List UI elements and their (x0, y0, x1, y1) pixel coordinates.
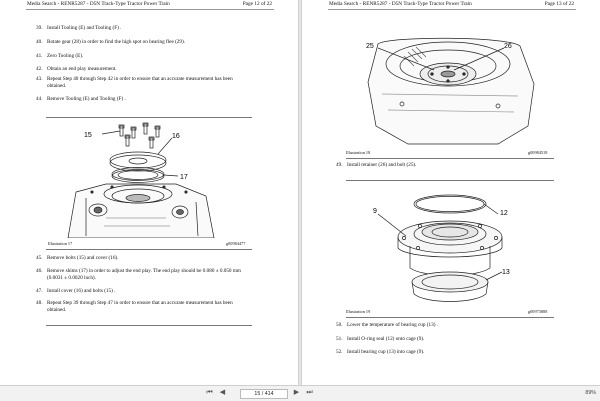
header-divider (26, 9, 274, 10)
first-page-icon[interactable]: ⏮ (206, 389, 213, 396)
caption-illustration-18: Illustration 18 (346, 150, 371, 155)
illustration-18: 25 26 (366, 37, 535, 145)
bearing-cup-13 (411, 271, 489, 302)
callout-9: 9 (373, 208, 377, 215)
step-46: 46.Remove shims (17) in order to adjust … (36, 268, 241, 281)
step-44: 44.Remove Tooling (E) and Tooling (F) . (36, 96, 126, 102)
previous-page-icon[interactable]: ◀ (219, 389, 226, 396)
illustration-19: 9 12 13 (373, 194, 510, 302)
o-ring-seal-12 (413, 194, 487, 214)
header-divider (328, 9, 576, 10)
figure-bottom-rule (46, 249, 252, 250)
illustration-17: 15 16 17 (67, 122, 215, 238)
housing (67, 183, 215, 238)
header-page-number: Page 12 of 22 (242, 1, 272, 7)
step-51: 51.Install O-ring seal (12) onto cage (9… (336, 336, 425, 342)
caption-id-18: g00984518 (528, 150, 548, 155)
callout-13: 13 (502, 269, 510, 276)
header-page-number: Page 13 of 22 (544, 1, 574, 7)
zoom-level[interactable]: 89% (585, 390, 596, 396)
step-45: 45.Remove bolts (15) and cover (16). (36, 255, 119, 261)
bolts-15 (118, 122, 161, 149)
page-13: Media Search - RENR5287 - D5N Track-Type… (302, 0, 600, 385)
step-50: 50.Lower the temperature of bearing cup … (336, 322, 439, 328)
figure-top-rule (346, 180, 554, 181)
step-49: 49.Install retainer (26) and bolt (25). (336, 162, 417, 168)
step-42: 42.Obtain an end play measurement. (36, 66, 117, 72)
cover-16 (109, 151, 167, 172)
figure-bottom-rule (346, 158, 554, 159)
step-43: 43.Repeat Step 40 through Step 42 in ord… (36, 76, 233, 89)
page-header: Media Search - RENR5287 - D5N Track-Type… (0, 0, 298, 9)
page-12: Media Search - RENR5287 - D5N Track-Type… (0, 0, 298, 385)
caption-illustration-17: Illustration 17 (48, 241, 73, 246)
figure-top-rule (46, 117, 252, 118)
callout-15: 15 (84, 132, 92, 139)
last-page-icon[interactable]: ⏭ (306, 389, 313, 396)
step-41: 41.Zero Tooling (E). (36, 53, 84, 59)
callout-26: 26 (504, 43, 512, 50)
callout-25: 25 (366, 43, 374, 50)
figure-bottom-rule (346, 317, 554, 318)
caption-illustration-19: Illustration 19 (346, 309, 371, 314)
page-header: Media Search - RENR5287 - D5N Track-Type… (302, 0, 600, 9)
step-48: 48.Repeat Step 39 through Step 47 in ord… (36, 300, 233, 313)
callout-17: 17 (180, 174, 188, 181)
step-52: 52.Install bearing cup (13) into cage (9… (336, 349, 425, 355)
document-viewer: Media Search - RENR5287 - D5N Track-Type… (0, 0, 600, 385)
page-number-input[interactable]: 15 / 414 (240, 389, 288, 399)
step-47: 47.Install cover (16) and bolts (15) . (36, 288, 116, 294)
cage-9 (397, 220, 503, 276)
step-40: 40.Rotate gear (28) in order to find the… (36, 39, 186, 45)
viewer-toolbar: ⏮ ◀ 15 / 414 ▶ ⏭ 89% (0, 385, 600, 401)
step-39: 39.Install Tooling (E) and Tooling (F) . (36, 25, 122, 31)
shims-17 (111, 167, 165, 183)
header-title: Media Search - RENR5287 - D5N Track-Type… (27, 1, 170, 7)
caption-id-19: g00973888 (528, 309, 548, 314)
header-title: Media Search - RENR5287 - D5N Track-Type… (329, 1, 472, 7)
next-page-icon[interactable]: ▶ (293, 389, 300, 396)
callout-12: 12 (500, 210, 508, 217)
caption-id-17: g00984477 (226, 241, 246, 246)
section-rule (46, 325, 252, 326)
callout-16: 16 (172, 133, 180, 140)
